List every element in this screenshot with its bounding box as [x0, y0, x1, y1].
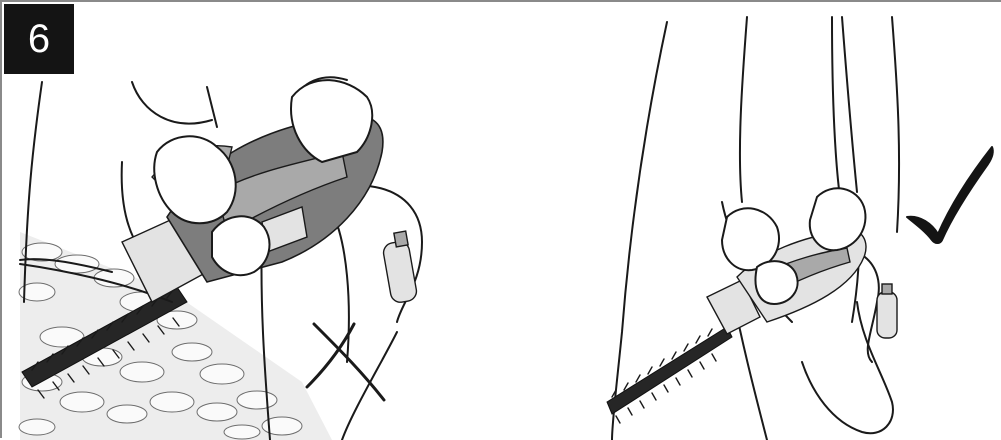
plug [382, 231, 418, 304]
correct-usage-illustration [502, 2, 1001, 440]
incorrect-usage-panel [2, 2, 502, 440]
correct-usage-panel [502, 2, 1001, 440]
plug [877, 284, 897, 338]
step-number-badge: 6 [4, 4, 74, 74]
hedge-trimmer-blade [607, 327, 732, 423]
cross-icon [307, 324, 384, 400]
incorrect-usage-illustration [2, 2, 502, 440]
check-icon [907, 147, 993, 243]
